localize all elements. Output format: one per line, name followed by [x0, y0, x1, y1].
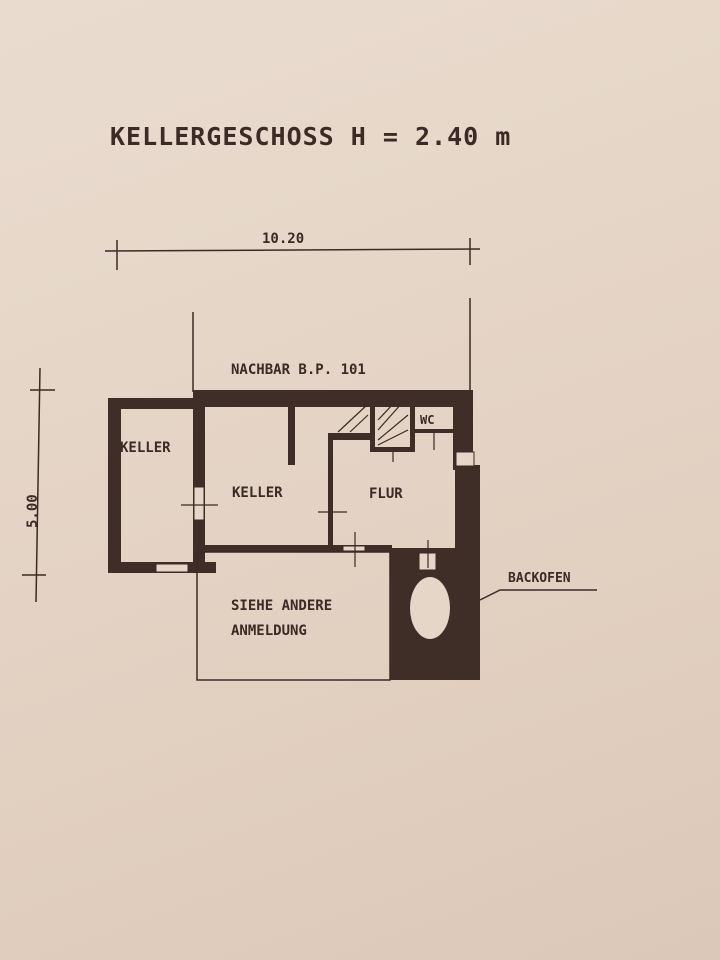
room-label-flur: FLUR: [369, 486, 403, 502]
room-label-keller-middle: KELLER: [232, 485, 283, 501]
room-label-keller-left: KELLER: [120, 440, 171, 456]
siehe-label-line1: SIEHE ANDERE: [231, 598, 332, 614]
width-dimension-line: [104, 238, 481, 392]
siehe-label-line2: ANMELDUNG: [231, 623, 307, 639]
neighbor-label: NACHBAR B.P. 101: [231, 362, 366, 378]
width-dimension: 10.20: [262, 231, 304, 247]
door-markers: [181, 432, 435, 568]
other-registration-area: [196, 551, 391, 681]
staircase: [337, 402, 409, 446]
backofen-leader-line: [479, 589, 597, 601]
room-label-wc: WC: [420, 413, 434, 427]
oven-icon: [410, 577, 450, 639]
backofen-label: BACKOFEN: [508, 571, 571, 586]
plan-title: KELLERGESCHOSS H = 2.40 m: [110, 122, 511, 151]
height-dimension: 5.00: [25, 494, 41, 528]
height-dimension-line: [22, 367, 55, 603]
